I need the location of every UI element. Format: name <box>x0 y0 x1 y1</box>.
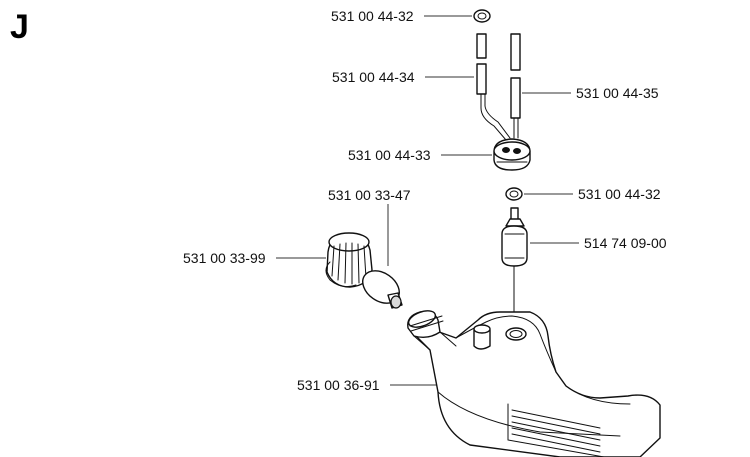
part-number-hose-right: 531 00 44-35 <box>576 85 659 101</box>
label-hose-right: 531 00 44-35 <box>522 85 659 101</box>
washer-lower <box>505 187 523 201</box>
part-number-washer-lower: 531 00 44-32 <box>578 186 661 202</box>
fuel-cap <box>325 232 373 288</box>
part-number-filter: 514 74 09-00 <box>584 235 667 251</box>
label-grommet: 531 00 44-33 <box>348 147 492 163</box>
label-fuel-tank: 531 00 36-91 <box>297 377 440 393</box>
label-washer-top: 531 00 44-32 <box>331 8 472 24</box>
washer-top <box>473 9 491 23</box>
label-cap-seal: 531 00 33-47 <box>328 187 411 266</box>
label-fuel-cap: 531 00 33-99 <box>183 250 326 266</box>
fuel-tank <box>407 310 661 457</box>
part-number-cap-seal: 531 00 33-47 <box>328 187 411 203</box>
part-number-washer-top: 531 00 44-32 <box>331 8 414 24</box>
part-number-grommet: 531 00 44-33 <box>348 147 431 163</box>
part-number-fuel-tank: 531 00 36-91 <box>297 377 380 393</box>
label-filter: 514 74 09-00 <box>530 235 667 251</box>
part-number-hose-left: 531 00 44-34 <box>332 69 415 85</box>
label-washer-lower: 531 00 44-32 <box>524 186 661 202</box>
hose-right <box>510 33 521 139</box>
grommet <box>493 138 531 171</box>
hose-left <box>476 33 511 141</box>
fuel-filter <box>501 207 528 323</box>
label-hose-left: 531 00 44-34 <box>332 69 474 85</box>
section-letter: J <box>10 8 29 46</box>
vent-valve <box>387 292 403 309</box>
part-number-fuel-cap: 531 00 33-99 <box>183 250 266 266</box>
